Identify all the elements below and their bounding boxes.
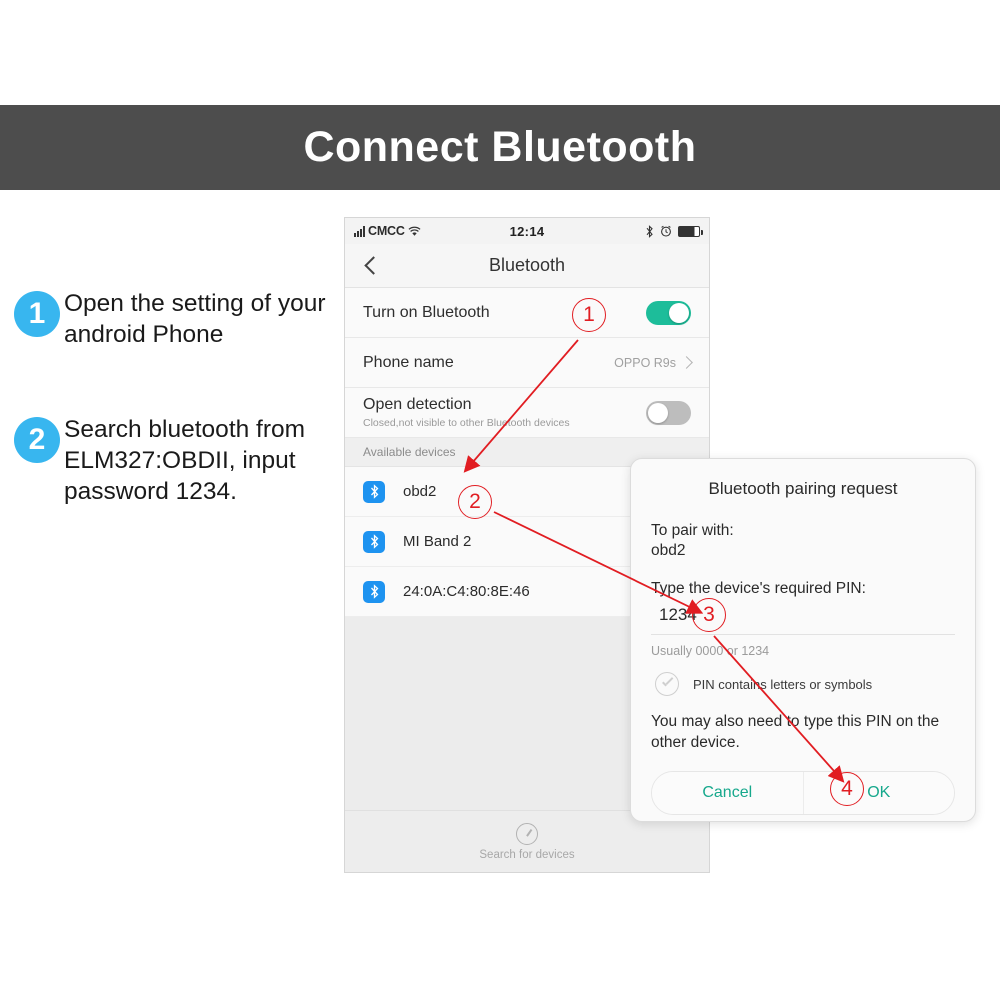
setting-row-turn-on-bluetooth[interactable]: Turn on Bluetooth xyxy=(345,288,709,338)
ok-button[interactable]: OK xyxy=(802,772,954,815)
bluetooth-toggle[interactable] xyxy=(646,300,691,325)
setting-row-phone-name[interactable]: Phone name OPPO R9s xyxy=(345,338,709,388)
pin-prompt: Type the device's required PIN: xyxy=(651,580,866,598)
carrier-label: CMCC xyxy=(368,224,405,238)
pin-input-underline xyxy=(651,634,955,636)
page-title: Connect Bluetooth xyxy=(303,123,697,171)
annotation-marker-4: 4 xyxy=(830,772,864,806)
setting-label: Phone name xyxy=(363,353,454,371)
pair-with-label: To pair with: xyxy=(651,522,734,539)
bluetooth-pairing-dialog: Bluetooth pairing request To pair with: … xyxy=(630,458,976,822)
setting-row-open-detection[interactable]: Open detection Closed,not visible to oth… xyxy=(345,388,709,438)
bluetooth-icon xyxy=(646,224,653,238)
checkmark-circle-icon[interactable] xyxy=(655,672,679,697)
dialog-note: You may also need to type this PIN on th… xyxy=(651,713,940,751)
toggle-knob xyxy=(648,402,668,423)
search-label: Search for devices xyxy=(479,848,575,861)
step-number-badge: 1 xyxy=(14,291,60,337)
step-number-badge: 2 xyxy=(14,416,60,463)
status-right xyxy=(645,224,703,238)
search-radar-icon xyxy=(516,822,538,845)
alarm-clock-icon xyxy=(661,225,671,237)
wifi-icon xyxy=(408,226,421,236)
instructions-list: 1 Open the setting of your android Phone… xyxy=(14,287,344,570)
status-bar: CMCC 12:14 xyxy=(345,218,709,244)
setting-sublabel: Closed,not visible to other Bluetooth de… xyxy=(363,417,570,429)
pair-with-device: obd2 xyxy=(651,542,686,560)
bluetooth-device-icon xyxy=(363,480,385,503)
cancel-button[interactable]: Cancel xyxy=(652,772,803,815)
open-detection-toggle[interactable] xyxy=(646,400,691,425)
annotation-marker-2: 2 xyxy=(458,485,492,519)
instruction-step-2: 2 Search bluetooth from ELM327:OBDII, in… xyxy=(14,413,344,508)
battery-icon xyxy=(678,225,703,237)
instruction-step-1: 1 Open the setting of your android Phone xyxy=(14,287,344,351)
step-text: Open the setting of your android Phone xyxy=(64,290,326,349)
annotation-marker-1: 1 xyxy=(572,298,606,332)
setting-control[interactable] xyxy=(646,400,691,425)
setting-control[interactable] xyxy=(646,300,691,325)
device-name: 24:0A:C4:80:8E:46 xyxy=(403,583,530,600)
dialog-actions: Cancel OK xyxy=(651,771,955,816)
pin-hint: Usually 0000 or 1234 xyxy=(651,644,770,659)
setting-label: Open detection xyxy=(363,396,472,413)
setting-label: Turn on Bluetooth xyxy=(363,303,490,321)
nav-title: Bluetooth xyxy=(488,255,566,275)
nav-bar: Bluetooth xyxy=(345,244,709,288)
phone-name-value: OPPO R9s xyxy=(614,355,676,370)
pin-symbols-checkbox-row[interactable]: PIN contains letters or symbols xyxy=(651,672,955,697)
dialog-title: Bluetooth pairing request xyxy=(708,479,898,498)
bluetooth-device-icon xyxy=(363,580,385,603)
device-name: MI Band 2 xyxy=(403,533,472,550)
status-left: CMCC xyxy=(354,224,421,238)
step-text: Search bluetooth from ELM327:OBDII, inpu… xyxy=(64,415,306,506)
page-header: Connect Bluetooth xyxy=(0,105,1000,190)
signal-bars-icon xyxy=(354,225,365,237)
back-chevron-icon[interactable] xyxy=(361,256,381,276)
checkbox-label: PIN contains letters or symbols xyxy=(693,676,873,692)
status-time: 12:14 xyxy=(509,223,545,239)
bluetooth-device-icon xyxy=(363,530,385,553)
toggle-knob xyxy=(669,302,689,323)
annotation-marker-3: 3 xyxy=(692,598,726,632)
dialog-spacer xyxy=(651,561,955,579)
chevron-right-icon xyxy=(680,356,693,369)
device-name: obd2 xyxy=(403,483,437,500)
setting-control[interactable]: OPPO R9s xyxy=(614,355,693,370)
